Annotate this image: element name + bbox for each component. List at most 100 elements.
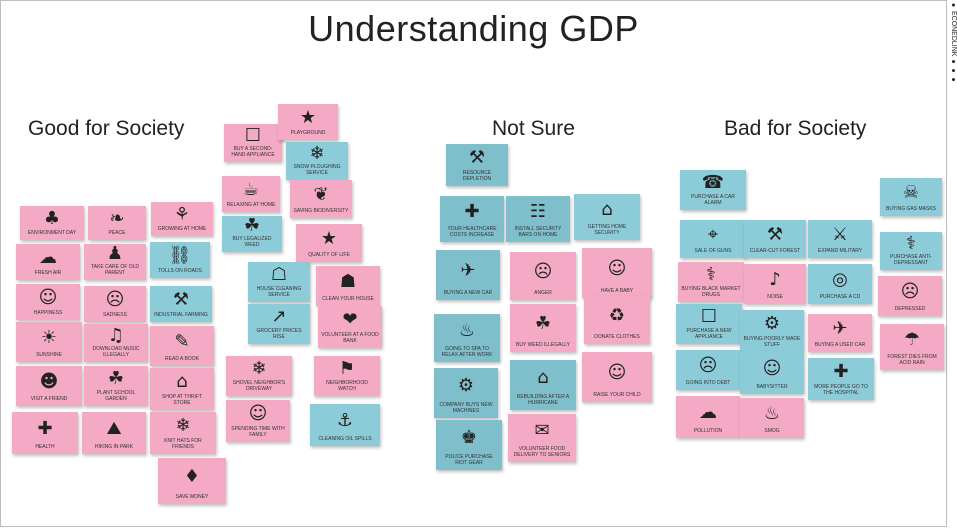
sticky-note: ♟TAKE CARE OF OLD PARENT (84, 244, 146, 280)
note-icon: ☘ (243, 216, 261, 236)
note-icon: ☻ (39, 371, 59, 392)
sticky-note: ☺HAVE A BABY (582, 248, 652, 298)
sticky-note: ◎ PURCHASE A CD (808, 264, 872, 304)
note-icon: ⚒ (468, 147, 486, 168)
note-label: PURCHASE A CD (819, 294, 861, 300)
note-label: HIKING IN PARK (94, 444, 134, 450)
sticky-note: ☹GOING INTO DEBT (676, 350, 740, 390)
side-strip: ● ECONEDLINK ● ● ● (949, 2, 957, 302)
note-icon: ☹ (900, 281, 920, 302)
note-icon: ☺ (248, 403, 268, 424)
sticky-note: ☺RAISE YOUR CHILD (582, 352, 652, 402)
note-icon: ✈ (832, 318, 848, 339)
section-bad-heading: Bad for Society (724, 117, 867, 140)
note-icon: ☹ (105, 289, 125, 310)
note-label: GROCERY PRICES RISE (256, 328, 302, 340)
note-icon: ☂ (903, 329, 921, 350)
note-label: DONATE CLOTHES (594, 334, 640, 340)
sticky-note: ☐PURCHASE A NEW APPLIANCE (676, 304, 742, 344)
note-label: SMOG (764, 428, 780, 434)
sticky-note: ♨ GOING TO SPA TO RELAX AFTER WORK (434, 314, 500, 362)
sticky-note: ↗GROCERY PRICES RISE (248, 304, 310, 344)
note-label: BUYING BLACK MARKET DRUGS (681, 286, 741, 298)
note-icon: ✚ (833, 361, 849, 382)
note-label: HEALTH (35, 444, 55, 450)
note-icon: ⛰ (106, 418, 122, 439)
note-label: TOLLS ON ROADS (158, 268, 202, 274)
note-label: QUALITY OF LIFE (308, 252, 350, 258)
note-icon: ☠ (902, 182, 920, 203)
note-label: SALE OF GUNS (694, 248, 732, 254)
sticky-note: ☘BUY WEED ILLEGALLY (510, 304, 576, 352)
sticky-note: ♣ENVIRONMENT DAY (20, 206, 84, 240)
sticky-note: ⌖ SALE OF GUNS (680, 220, 746, 258)
note-icon: ⚙ (457, 375, 475, 396)
page-title: Understanding GDP (308, 8, 639, 49)
note-icon: ⚔ (831, 224, 849, 245)
note-label: RAISE YOUR CHILD (593, 392, 641, 398)
sticky-note: ☐BUY A SECOND-HAND APPLIANCE (224, 124, 282, 162)
sticky-note: ✎READ A BOOK (150, 326, 214, 366)
note-label: POLICE PURCHASE RIOT GEAR (445, 454, 493, 466)
note-icon: ◎ (832, 269, 848, 290)
sticky-note: ⚒INDUSTRIAL FARMING (150, 286, 212, 322)
note-label: VOLUNTEER AT A FOOD BANK (321, 332, 379, 344)
note-label: RELAXING AT HOME (226, 202, 276, 208)
note-label: SNOW PLOUGHING SERVICE (293, 164, 341, 176)
note-icon: ☐ (700, 306, 718, 327)
sticky-note: ☘PLANT SCHOOL GARDEN (84, 366, 148, 406)
note-icon: ♨ (458, 320, 476, 341)
note-label: SHOP AT THRIFT STORE (161, 394, 203, 406)
note-label: COMPANY BUYS NEW MACHINES (439, 402, 493, 414)
note-label: HAPPINESS (33, 310, 63, 316)
sticky-note: ⚔EXPAND MILITARY (808, 220, 872, 258)
note-label: MORE PEOPLE GO TO THE HOSPITAL (814, 384, 868, 396)
sticky-note: ✚YOUR HEALTHCARE COSTS INCREASE (440, 196, 504, 242)
sticky-note: ☺ BABYSITTER (740, 352, 804, 394)
section-good-heading: Good for Society (28, 117, 185, 140)
sticky-note: ☎PURCHASE A CAR ALARM (680, 170, 746, 210)
sticky-note: ⚙ COMPANY BUYS NEW MACHINES (434, 368, 498, 418)
note-label: SHOVEL NEIGHBOR'S DRIVEWAY (232, 380, 286, 392)
note-icon: ☷ (529, 201, 547, 222)
note-icon: ⚘ (173, 204, 191, 225)
note-label: HOUSE CLEANING SERVICE (256, 286, 302, 298)
sticky-note: ☺ HAPPINESS (16, 284, 80, 320)
note-icon: ☺ (762, 358, 782, 379)
sticky-note: ☕RELAXING AT HOME (222, 176, 280, 212)
note-icon: ✉ (534, 420, 550, 441)
sticky-note: ⚓CLEANING OIL SPILLS (310, 404, 380, 446)
note-icon: ⌖ (707, 224, 719, 245)
note-icon: ↗ (271, 306, 287, 327)
note-icon: ✚ (37, 418, 53, 439)
sticky-note: ☺ SPENDING TIME WITH FAMILY (226, 400, 290, 442)
sticky-note: ☹SADNESS (84, 286, 146, 322)
note-label: DEPRESSED (894, 306, 926, 312)
note-label: CLEANING OIL SPILLS (318, 436, 372, 442)
sticky-note: ⚙BUYING POORLY MADE STUFF (740, 310, 804, 352)
note-label: NOISE (767, 294, 783, 300)
note-label: BABYSITTER (756, 384, 788, 390)
note-label: PLAYGROUND (290, 130, 326, 136)
sticky-note: ☖HOUSE CLEANING SERVICE (248, 262, 310, 302)
note-icon: ♣ (43, 208, 61, 229)
sticky-note: ⚕PURCHASE ANTI-DEPRESSANT (880, 232, 942, 270)
sticky-note: ☀SUNSHINE (16, 322, 82, 362)
note-icon: ☺ (38, 287, 58, 308)
note-label: BUYING A USED CAR (814, 342, 866, 348)
note-icon: ☐ (244, 125, 262, 146)
note-icon: ☘ (534, 313, 552, 334)
note-label: SPENDING TIME WITH FAMILY (231, 426, 285, 438)
sticky-note: ☁POLLUTION (676, 396, 740, 438)
note-label: GETTING HOME SECURITY (587, 224, 627, 236)
note-label: GOING TO SPA TO RELAX AFTER WORK (441, 346, 493, 358)
sticky-note: ⚑NEIGHBORHOOD WATCH (314, 356, 380, 396)
sticky-note: ⚒RESOURCE DEPLETION (446, 144, 508, 186)
sticky-note: ❦SAVING BIODIVERSITY (290, 180, 352, 218)
sticky-note: ✈BUYING A NEW CAR (436, 250, 500, 300)
note-label: BUYING POORLY MADE STUFF (743, 336, 801, 348)
note-icon: ★ (320, 228, 338, 249)
sticky-note: ☁FRESH AIR (16, 244, 80, 280)
note-label: SUNSHINE (36, 352, 62, 358)
note-label: POLLUTION (693, 428, 723, 434)
